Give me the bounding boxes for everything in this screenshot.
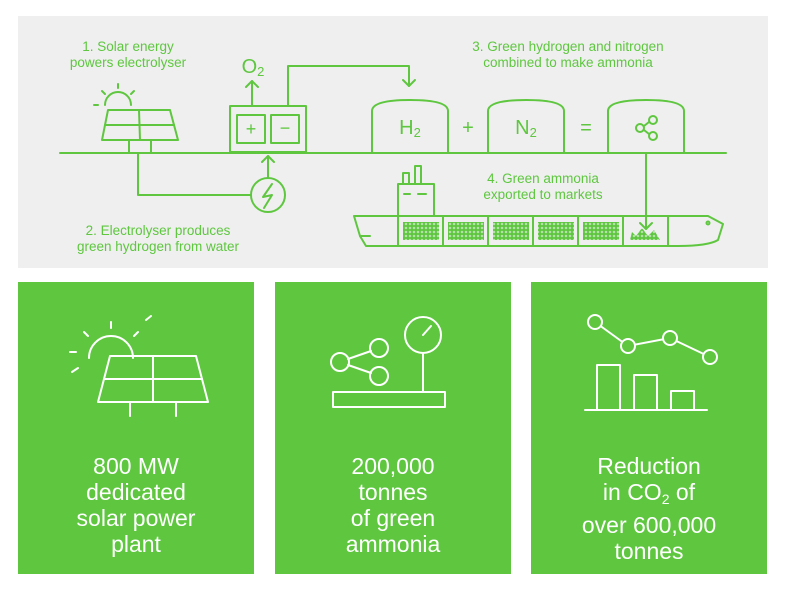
solar-card-line3: solar power: [76, 505, 196, 531]
ship-icon: [353, 215, 724, 247]
cargo-containers: [403, 222, 660, 240]
solar-card: 800 MW dedicated solar power plant: [18, 282, 254, 574]
step4-label: 4. Green ammonia exported to markets: [448, 171, 638, 203]
nitrogen-symbol: N2: [515, 117, 537, 140]
solar-card-line4: plant: [111, 531, 161, 557]
step3-label: 3. Green hydrogen and nitrogen combined …: [428, 39, 708, 71]
hydrogen-tank: [371, 99, 449, 154]
oxygen-symbol: O2: [241, 56, 265, 79]
plus-operator: +: [462, 117, 474, 139]
molecule-gauge-icon: [330, 316, 446, 408]
hydrogen-symbol: H2: [399, 117, 421, 140]
factory-icon: [397, 165, 435, 217]
co2-card-line1: Reduction: [597, 453, 701, 479]
electrolyser-minus: −: [279, 118, 291, 138]
step3-line2: combined to make ammonia: [483, 55, 653, 70]
ammonia-card-line2: tonnes: [358, 479, 428, 505]
solar-panel-icon: [69, 315, 209, 417]
step1-line2: powers electrolyser: [69, 55, 187, 70]
co2-card-text: Reduction in CO2 of over 600,000 tonnes: [531, 453, 767, 564]
solar-panel-icon: [101, 109, 179, 154]
equals-operator: =: [580, 117, 592, 139]
ammonia-card-line3: of green: [350, 505, 436, 531]
electrolyser-plus: +: [245, 119, 257, 139]
process-diagram-graphic: [59, 65, 727, 247]
co2-card: Reduction in CO2 of over 600,000 tonnes: [531, 282, 767, 574]
co2-card-line2: in CO2 of: [602, 479, 696, 507]
co2-card-line3: over 600,000: [581, 512, 717, 538]
solar-card-line2: dedicated: [86, 479, 186, 505]
molecule-icon: [635, 115, 658, 141]
ammonia-tank: [607, 99, 685, 154]
co2-card-line4: tonnes: [614, 538, 684, 564]
power-wire: [137, 152, 251, 196]
step3-line1: 3. Green hydrogen and nitrogen: [472, 39, 664, 54]
process-diagram: 1. Solar energy powers electrolyser 2. E…: [18, 16, 768, 268]
step4-line2: exported to markets: [483, 187, 603, 202]
electrolyser: [229, 105, 307, 153]
step1-label: 1. Solar energy powers electrolyser: [48, 39, 208, 71]
lightning-icon: [250, 177, 286, 213]
ammonia-card: 200,000 tonnes of green ammonia: [275, 282, 511, 574]
ammonia-card-text: 200,000 tonnes of green ammonia: [275, 453, 511, 557]
hydrogen-pipe: [287, 65, 410, 107]
step4-line1: 4. Green ammonia: [487, 171, 599, 186]
reduction-chart-icon: [584, 314, 718, 411]
step2-line1: 2. Electrolyser produces: [85, 223, 231, 238]
solar-card-line1: 800 MW: [93, 453, 179, 479]
solar-card-text: 800 MW dedicated solar power plant: [18, 453, 254, 557]
step2-label: 2. Electrolyser produces green hydrogen …: [38, 223, 278, 255]
nitrogen-tank: [487, 99, 565, 154]
ammonia-card-line1: 200,000: [351, 453, 435, 479]
sun-icon: [93, 83, 135, 106]
ammonia-card-line4: ammonia: [345, 531, 441, 557]
step1-line1: 1. Solar energy: [82, 39, 174, 54]
step2-line2: green hydrogen from water: [76, 239, 240, 254]
